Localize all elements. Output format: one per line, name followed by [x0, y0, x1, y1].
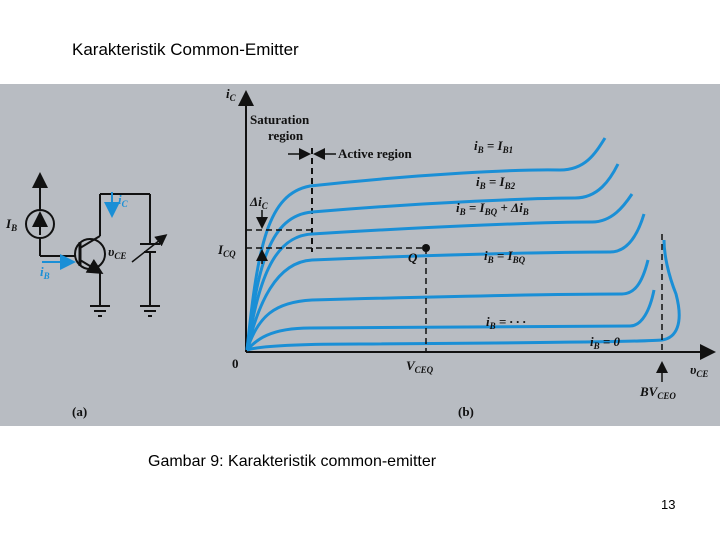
curve-ib-mid	[245, 289, 656, 352]
vce-label: υCE	[108, 244, 126, 261]
curve-label-ib-dots: iB = · · ·	[486, 314, 526, 331]
y-axis-label: iC	[226, 86, 237, 103]
circuit-panel	[25, 172, 168, 317]
bvceo-label: BVCEO	[639, 384, 676, 401]
characteristic-curves	[245, 137, 681, 352]
ib-current-label: iB	[40, 264, 50, 281]
panel-b-label: (b)	[458, 404, 474, 419]
panel-a-label: (a)	[72, 404, 87, 419]
curve-label-ibq: iB = IBQ	[484, 248, 526, 265]
q-point-label: Q	[408, 250, 418, 265]
delta-ic-label: ΔiC	[249, 194, 269, 211]
ce-characteristic-figure: IB iC iB υCE (a) iC υCE 0 Saturation reg…	[0, 84, 720, 426]
figure-background	[0, 84, 720, 426]
source-label: IB	[5, 216, 17, 233]
figure-caption: Gambar 9: Karakteristik common-emitter	[148, 453, 437, 470]
curve-ibq-plus	[245, 193, 634, 351]
ic-current-label: iC	[118, 192, 129, 209]
curve-label-ib0: iB = 0	[590, 334, 621, 351]
curve-ib1	[245, 137, 607, 351]
slide-title: Karakteristik Common-Emitter	[72, 40, 299, 59]
curve-label-ib1: iB = IB1	[474, 138, 513, 155]
curve-label-ib2: iB = IB2	[476, 174, 516, 191]
vceq-label: VCEQ	[406, 358, 434, 375]
active-region-label: Active region	[338, 146, 413, 161]
x-axis-label: υCE	[690, 362, 708, 379]
saturation-label-1: Saturation	[250, 112, 310, 127]
curve-ib-dots	[245, 259, 650, 351]
page-number: 13	[661, 497, 676, 512]
icq-label: ICQ	[217, 242, 236, 259]
origin-label: 0	[232, 356, 239, 371]
curve-ib0	[246, 239, 681, 352]
saturation-label-2: region	[268, 128, 304, 143]
q-point-marker	[422, 244, 430, 252]
curve-ibq	[245, 213, 646, 351]
curve-label-ibq-plus: iB = IBQ + ΔiB	[456, 200, 529, 217]
